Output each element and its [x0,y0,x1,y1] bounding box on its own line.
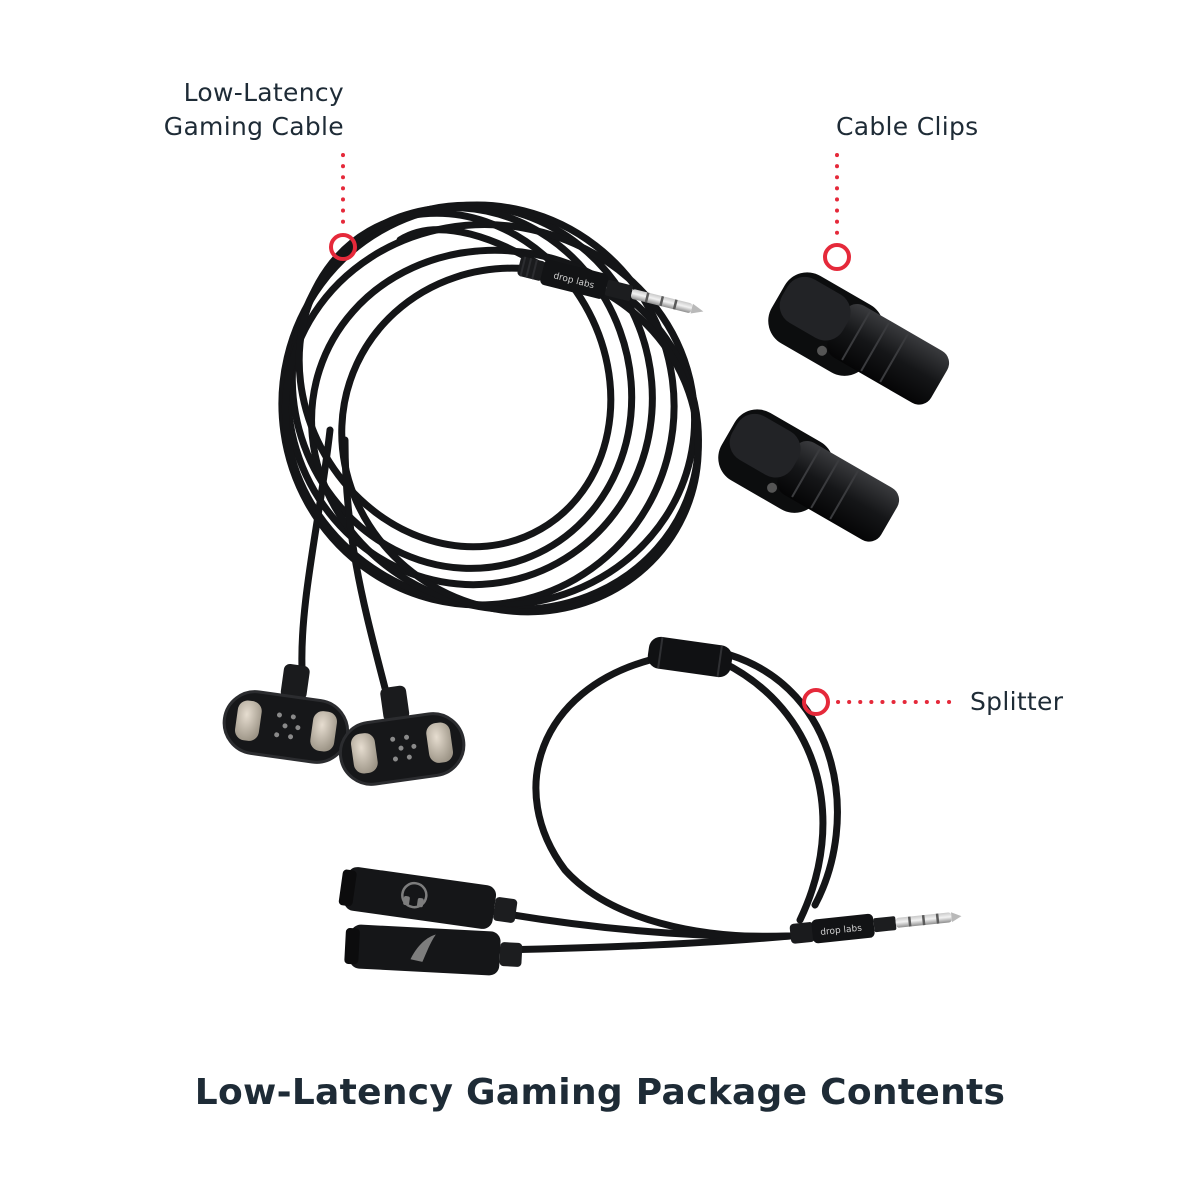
marker-ring [823,243,851,271]
magnetic-earpiece-left [222,663,350,764]
magnetic-earpiece-right [338,685,466,786]
callout-cable-clips [823,153,851,271]
splitter-cable [491,651,841,954]
mic-icon [410,934,436,962]
splitter-brand-text: drop labs [820,924,863,938]
page-caption: Low-Latency Gaming Package Contents [194,1072,1006,1113]
marker-ring [329,233,357,261]
callout-gaming-cable [329,153,357,261]
splitter-junction [647,636,733,678]
splitter-plug: drop labs [789,912,962,944]
gaming-cable [278,201,702,692]
label-cable-clips: Cable Clips [836,112,979,141]
splitter-mic-socket [344,924,523,976]
label-gaming-cable-line1: Low-Latency [183,78,344,107]
cable-clip-top [768,272,950,405]
marker-ring [802,688,830,716]
headphone-icon [401,881,428,909]
label-splitter: Splitter [970,687,1064,716]
callout-splitter [802,688,960,716]
cable-clip-bottom [718,409,900,542]
label-gaming-cable-line2: Gaming Cable [163,112,344,141]
label-gaming-cable: Low-Latency Gaming Cable [150,76,344,144]
splitter-headphone-socket [338,867,518,929]
cable-plug: drop labs [517,256,704,314]
